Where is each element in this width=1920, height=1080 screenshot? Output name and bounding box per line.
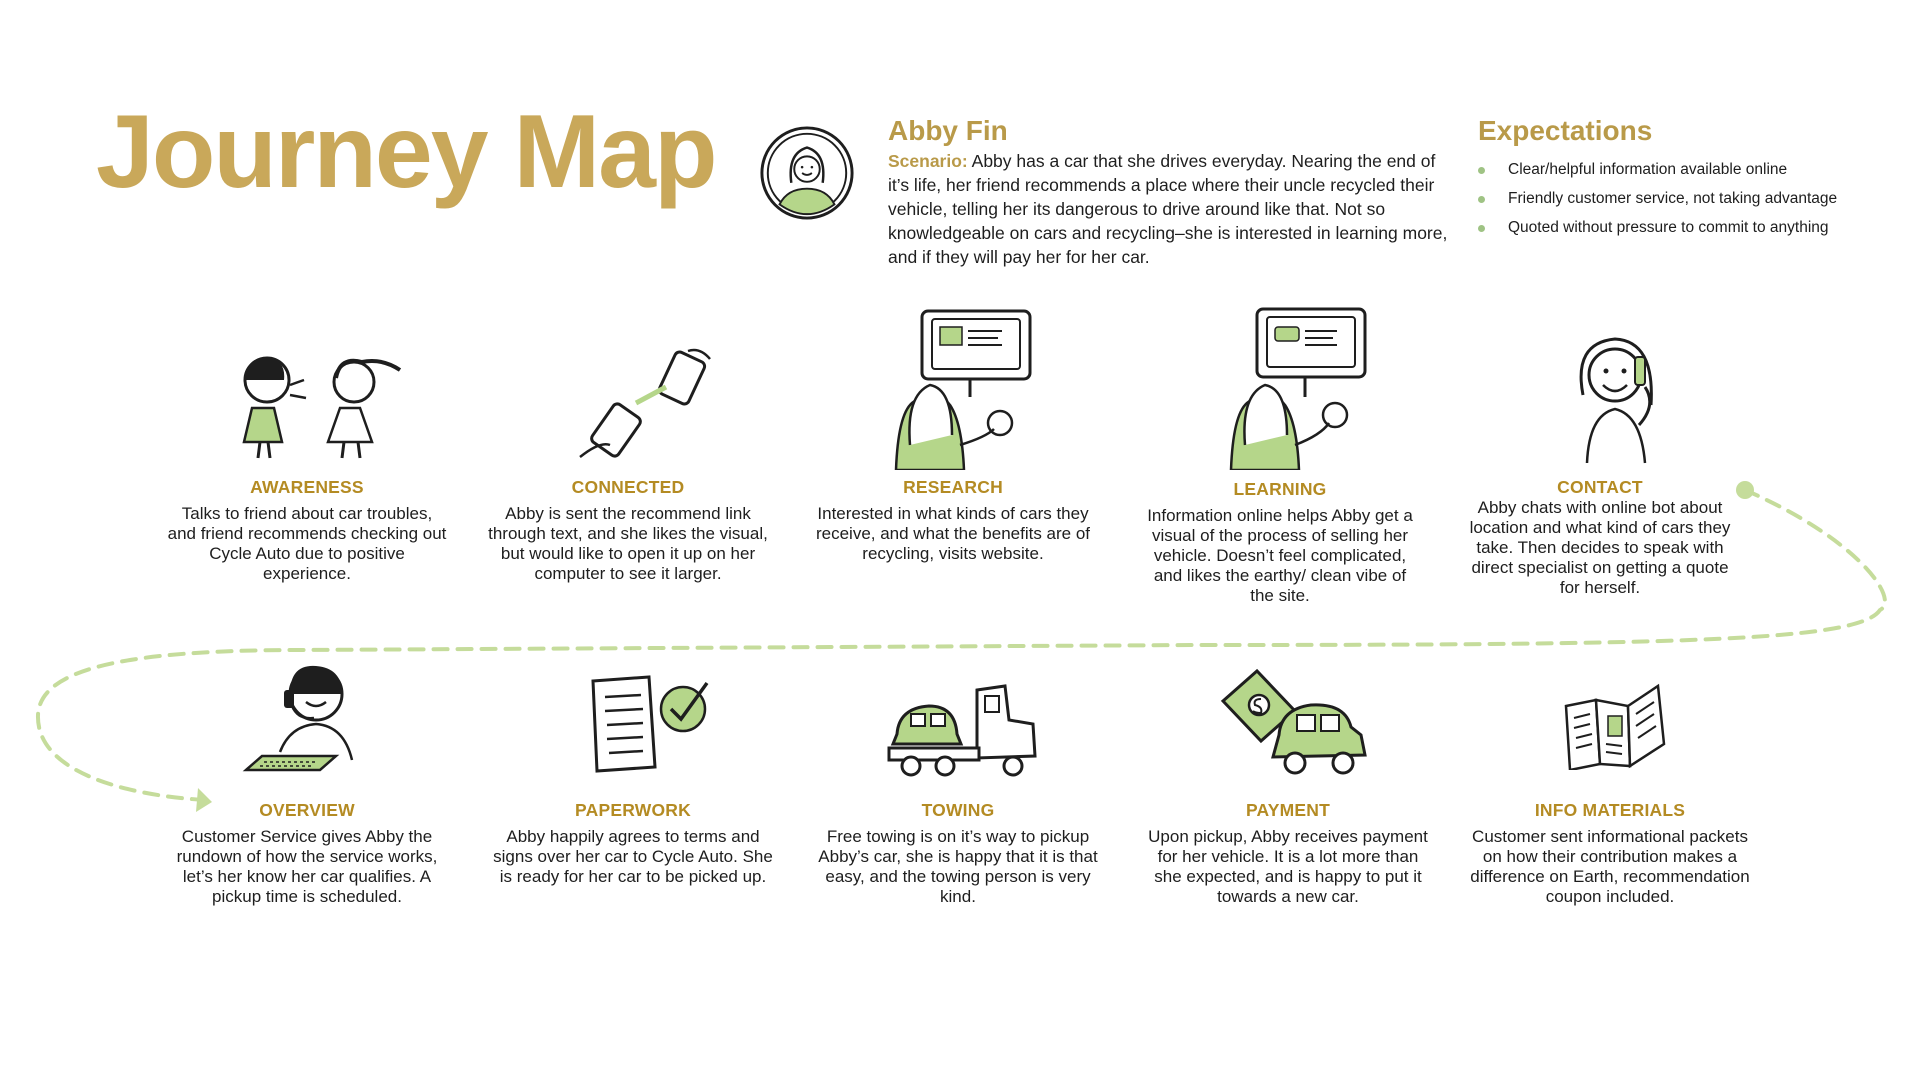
stage-title: AWARENESS (250, 477, 364, 497)
journey-path-line (35, 488, 1887, 802)
stage-learning: LEARNING Information online helps Abby g… (1140, 479, 1420, 606)
stage-title: PAYMENT (1245, 800, 1331, 820)
stage-title: CONNECTED (571, 477, 685, 497)
stage-title: TOWING (921, 800, 995, 820)
stage-description: Customer Service gives Abby the rundown … (176, 827, 438, 906)
stage-research: RESEARCH Interested in what kinds of car… (813, 477, 1093, 564)
expectation-item: Quoted without pressure to commit to any… (1478, 213, 1898, 242)
stage-description: Interested in what kinds of cars they re… (815, 504, 1091, 563)
bullet-dot-icon (1478, 195, 1485, 203)
stage-description: Information online helps Abby get a visu… (1147, 506, 1413, 605)
stage-description: Customer sent informational packets on h… (1470, 827, 1750, 906)
stage-description: Free towing is on it’s way to pickup Abb… (818, 827, 1098, 906)
scenario-text: Abby has a car that she drives everyday.… (888, 150, 1448, 267)
document-check-icon (591, 675, 709, 773)
persona-scenario: Scenario: Abby has a car that she drives… (888, 149, 1450, 269)
stage-overview: OVERVIEW Customer Service gives Abby the… (167, 800, 447, 907)
tow-truck-icon (887, 684, 1037, 777)
expectation-item: Friendly customer service, not taking ad… (1478, 184, 1898, 213)
stage-title: CONTACT (1557, 477, 1643, 497)
scenario-label: Scenario: (888, 150, 968, 171)
brochure-icon (1564, 683, 1666, 770)
stage-title: RESEARCH (903, 477, 1003, 497)
woman-on-phone-icon (1579, 337, 1653, 464)
persona-avatar-icon (760, 126, 854, 220)
stage-description: Talks to friend about car troubles, and … (167, 504, 447, 583)
friends-talking-icon (242, 356, 402, 459)
stage-title: PAPERWORK (575, 800, 691, 820)
stage-description: Upon pickup, Abby receives payment for h… (1148, 827, 1428, 906)
stage-connected: CONNECTED Abby is sent the recommend lin… (488, 477, 768, 584)
stage-description: Abby chats with online bot about locatio… (1469, 498, 1731, 597)
journey-path-start-dot (1736, 481, 1754, 499)
page-title: Journey Map (96, 94, 717, 210)
expectations-list: Clear/helpful information available onli… (1478, 155, 1898, 242)
stage-payment: PAYMENT Upon pickup, Abby receives payme… (1148, 800, 1428, 907)
stage-contact: CONTACT Abby chats with online bot about… (1460, 477, 1740, 598)
expectations-title: Expectations (1478, 115, 1653, 146)
persona-name: Abby Fin (888, 115, 1008, 146)
stage-paperwork: PAPERWORK Abby happily agrees to terms a… (493, 800, 773, 887)
stage-description: Abby happily agrees to terms and signs o… (493, 827, 773, 886)
support-agent-headset-icon (242, 665, 354, 772)
stage-description: Abby is sent the recommend link through … (488, 504, 768, 583)
stage-title: LEARNING (1233, 479, 1327, 499)
persona-panel: Abby Fin Scenario: Abby has a car that s… (888, 115, 1450, 269)
expectation-item: Clear/helpful information available onli… (1478, 155, 1898, 184)
stage-awareness: AWARENESS Talks to friend about car trou… (167, 477, 447, 584)
expectations-panel: Expectations Clear/helpful information a… (1478, 115, 1898, 242)
stage-towing: TOWING Free towing is on it’s way to pic… (818, 800, 1098, 907)
phones-sharing-link-icon (579, 348, 711, 458)
stage-info-materials: INFO MATERIALS Customer sent information… (1470, 800, 1750, 907)
journey-path-arrowhead (196, 788, 212, 812)
stage-title: OVERVIEW (259, 800, 355, 820)
bullet-dot-icon (1478, 224, 1485, 232)
money-and-car-icon (1220, 668, 1367, 775)
person-at-computer-icon (1229, 307, 1367, 470)
stage-title: INFO MATERIALS (1534, 800, 1686, 820)
bullet-dot-icon (1478, 166, 1485, 174)
person-at-computer-icon (894, 309, 1032, 470)
